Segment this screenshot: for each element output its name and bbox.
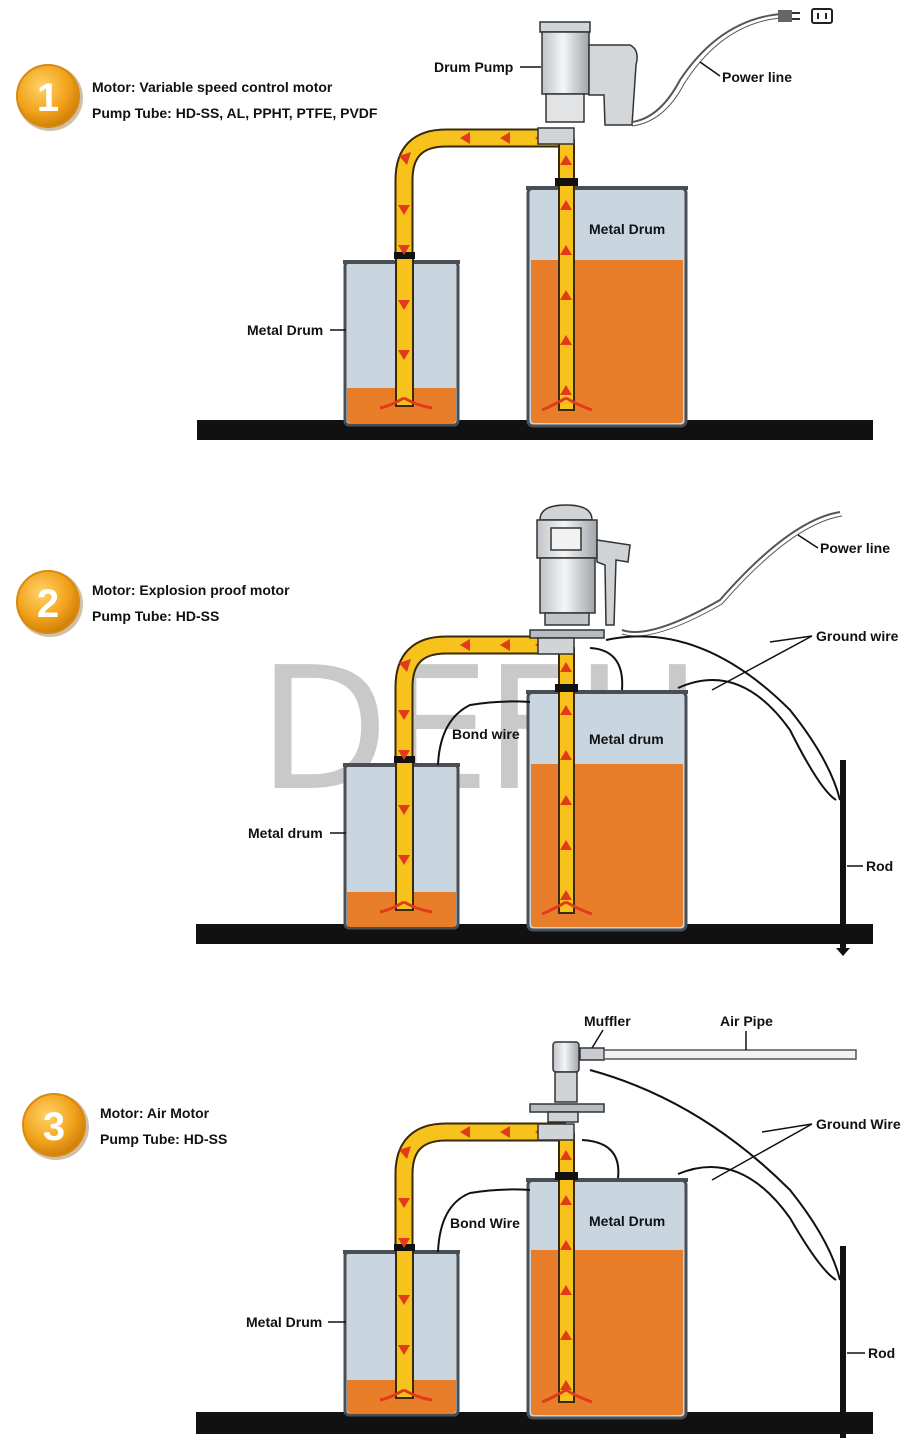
- tube-spec: Pump Tube: HD-SS: [100, 1131, 227, 1147]
- bond-wire: [437, 700, 531, 766]
- motor-spec: Motor: Variable speed control motor: [92, 79, 333, 95]
- bond-wire-label: Bond wire: [452, 726, 520, 742]
- ground-rod: [840, 760, 846, 950]
- tube-spec: Pump Tube: HD-SS, AL, PPHT, PTFE, PVDF: [92, 105, 378, 121]
- badge-number: 1: [37, 76, 59, 120]
- panel-2: 2 Motor: Explosion proof motor Pump Tube…: [16, 504, 899, 956]
- muffler-label: Muffler: [584, 1013, 631, 1029]
- power-cord: [621, 511, 841, 633]
- right-drum-label: Metal Drum: [589, 1213, 665, 1229]
- electric-motor-1: [537, 21, 638, 145]
- discharge-pipe: [395, 1245, 414, 1399]
- discharge-pipe: [395, 757, 414, 911]
- badge-1: 1: [16, 64, 83, 131]
- floor: [196, 1412, 873, 1434]
- outlet-icon: [811, 8, 833, 24]
- badge-number: 2: [37, 582, 59, 626]
- left-drum-label: Metal Drum: [247, 322, 323, 338]
- ground-wire-label: Ground Wire: [816, 1116, 901, 1132]
- transfer-hose: [396, 637, 566, 760]
- explosion-proof-motor: [529, 504, 631, 655]
- air-pipe-label: Air Pipe: [720, 1013, 773, 1029]
- discharge-pipe: [395, 253, 414, 407]
- panel-1: 1 Motor: Variable speed control motor Pu…: [16, 8, 873, 440]
- right-drum: [526, 690, 688, 932]
- ground-wire-label: Ground wire: [816, 628, 899, 644]
- transfer-hose: [396, 1124, 566, 1248]
- power-cord: [631, 13, 781, 123]
- plug-icon: [778, 10, 792, 22]
- rod-label: Rod: [868, 1345, 895, 1361]
- badge-number: 3: [43, 1105, 65, 1149]
- transfer-hose: [396, 130, 566, 256]
- rod-label: Rod: [866, 858, 893, 874]
- right-drum-label: Metal drum: [589, 731, 664, 747]
- bond-wire: [437, 1188, 531, 1253]
- flow-arrows: [398, 639, 572, 900]
- badge-3: 3: [22, 1093, 89, 1160]
- power-line-label: Power line: [820, 540, 890, 556]
- ground-rod: [840, 1246, 846, 1438]
- right-drum-label: Metal Drum: [589, 221, 665, 237]
- muffler: [579, 1047, 605, 1061]
- bond-wire-label: Bond Wire: [450, 1215, 520, 1231]
- ground-wire: [605, 635, 841, 801]
- panel-3: 3 Motor: Air Motor Pump Tube: HD-SS Meta…: [22, 1013, 901, 1438]
- motor-spec: Motor: Air Motor: [100, 1105, 210, 1121]
- pump-label: Drum Pump: [434, 59, 513, 75]
- left-drum-label: Metal Drum: [246, 1314, 322, 1330]
- tube-spec: Pump Tube: HD-SS: [92, 608, 219, 624]
- power-line-label: Power line: [722, 69, 792, 85]
- motor-spec: Motor: Explosion proof motor: [92, 582, 290, 598]
- left-drum-label: Metal drum: [248, 825, 323, 841]
- badge-2: 2: [16, 570, 83, 637]
- air-motor: [529, 1041, 605, 1141]
- ground-wire: [589, 1069, 841, 1281]
- air-pipe: [603, 1049, 857, 1060]
